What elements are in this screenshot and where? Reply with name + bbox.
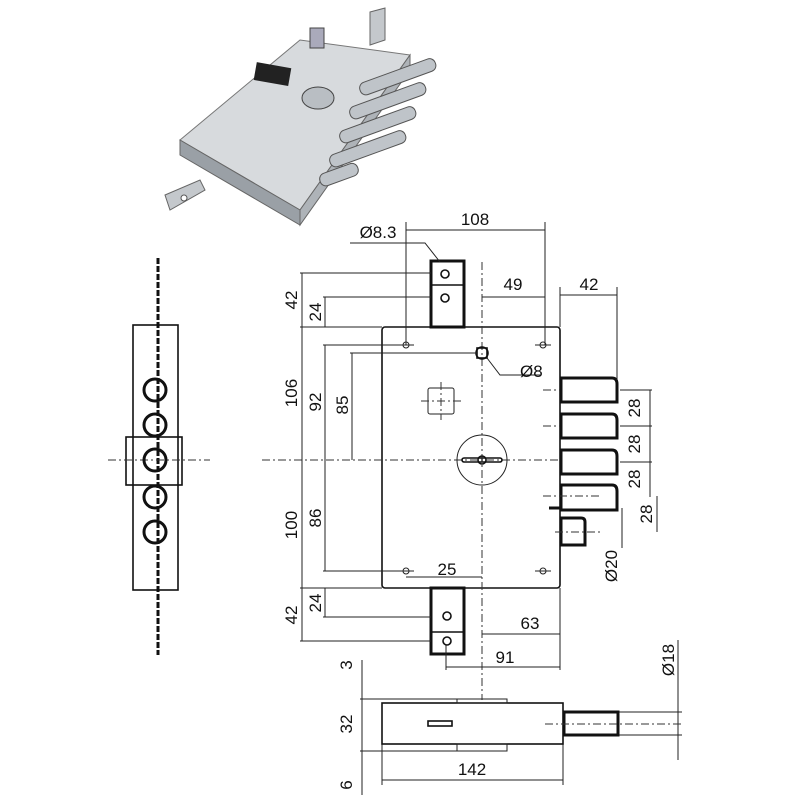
dim-d18: Ø18 [659,644,678,676]
dim-d8-3: Ø8.3 [360,223,397,242]
dim-108: 108 [461,210,489,229]
dim-3: 3 [337,660,356,669]
dim-24-bottom: 24 [306,594,325,613]
dim-32: 32 [337,715,356,734]
dim-28-3: 28 [625,470,644,489]
dim-d8: Ø8 [520,362,543,381]
dim-92: 92 [306,393,325,412]
dim-28-2: 28 [625,435,644,454]
side-view [108,258,210,655]
dim-142: 142 [458,760,486,779]
dim-106: 106 [282,379,301,407]
dim-42-bolt: 42 [580,275,599,294]
dim-42-top: 42 [282,291,301,310]
dim-28-4: 28 [637,505,656,524]
dim-28-1: 28 [625,399,644,418]
dim-25: 25 [438,560,457,579]
dim-49: 49 [504,275,523,294]
dim-24-top: 24 [306,303,325,322]
dim-85: 85 [333,396,352,415]
dim-100: 100 [282,511,301,539]
dim-91: 91 [496,648,515,667]
dim-d20: Ø20 [602,550,621,582]
dim-6: 6 [337,780,356,789]
dim-86: 86 [306,509,325,528]
bottom-view [381,698,682,752]
dimension-labels: 108 Ø8.3 49 42 Ø8 42 24 106 92 85 100 86… [282,210,678,790]
lock-photo [164,7,437,227]
dim-42-bottom: 42 [282,606,301,625]
dimension-lines [300,222,682,795]
dim-63: 63 [521,614,540,633]
